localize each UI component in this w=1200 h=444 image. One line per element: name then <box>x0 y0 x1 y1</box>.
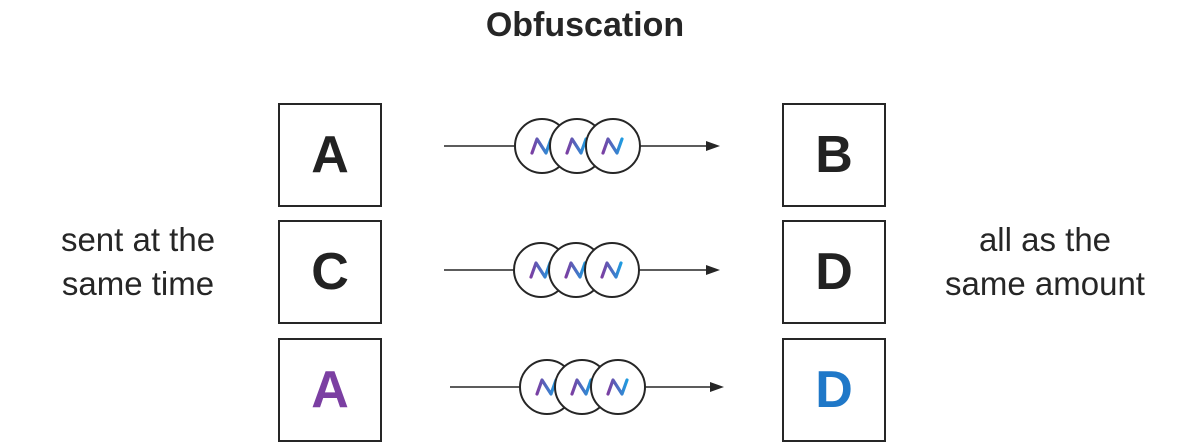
nano-coin-icon <box>584 117 642 175</box>
sender-box-row-2: C <box>278 220 382 324</box>
flow-row-2 <box>444 241 720 299</box>
nano-coin-icon <box>589 358 647 416</box>
receiver-box-row-2: D <box>782 220 886 324</box>
left-caption: sent at the same time <box>38 218 238 306</box>
sender-box-row-3: A <box>278 338 382 442</box>
left-caption-line1: sent at the <box>60 221 216 258</box>
receiver-box-row-1: B <box>782 103 886 207</box>
nano-coin-icon <box>583 241 641 299</box>
sender-box-row-1: A <box>278 103 382 207</box>
left-caption-line2: same time <box>61 265 215 302</box>
flow-row-3 <box>450 358 724 416</box>
diagram-title: Obfuscation <box>485 6 685 44</box>
arrowhead-icon <box>706 141 720 151</box>
receiver-box-row-3: D <box>782 338 886 442</box>
right-caption-line2: same amount <box>945 265 1145 302</box>
arrowhead-icon <box>710 382 724 392</box>
right-caption: all as the same amount <box>920 218 1170 306</box>
flow-row-1 <box>444 117 720 175</box>
right-caption-line1: all as the <box>978 221 1112 258</box>
arrowhead-icon <box>706 265 720 275</box>
